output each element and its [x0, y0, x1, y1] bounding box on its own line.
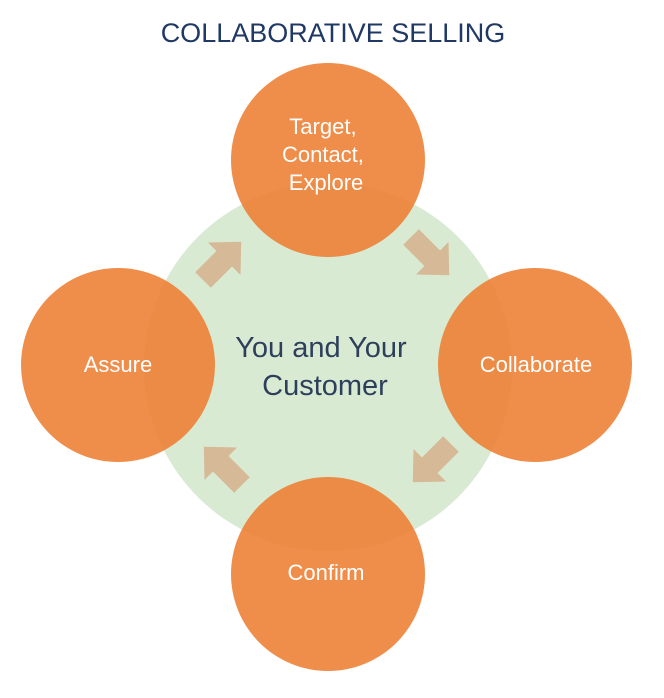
node-label-confirm: Confirm: [287, 560, 364, 585]
node-label-collaborate: Collaborate: [480, 352, 593, 377]
node-label-line: Assure: [84, 352, 152, 377]
node-label-line: Contact,: [282, 142, 364, 167]
center-label-line-2: Customer: [262, 370, 388, 402]
diagram-title: COLLABORATIVE SELLING: [161, 18, 506, 48]
arrow-left-to-top: [195, 241, 242, 288]
node-label-assure: Assure: [84, 352, 152, 377]
node-label-target-contact-explore: Target, Contact, Explore: [282, 114, 370, 195]
node-label-line: Collaborate: [480, 352, 593, 377]
arrow-top-to-right: [403, 229, 450, 276]
arrow-bottom-to-left: [203, 446, 250, 493]
node-circle-assure: [21, 268, 215, 462]
cycle-arrows: [195, 229, 459, 493]
node-label-line: Target,: [289, 114, 356, 139]
node-label-line: Confirm: [287, 560, 364, 585]
node-circle-collaborate: [438, 268, 632, 462]
node-label-line: Explore: [289, 170, 364, 195]
node-circle-target-contact-explore: [231, 63, 425, 257]
arrow-right-to-bottom: [412, 436, 459, 483]
node-circle-confirm: [231, 477, 425, 671]
center-label: You and Your Customer: [235, 332, 415, 402]
node-circles: [21, 63, 632, 671]
center-label-line-1: You and Your: [235, 332, 407, 364]
